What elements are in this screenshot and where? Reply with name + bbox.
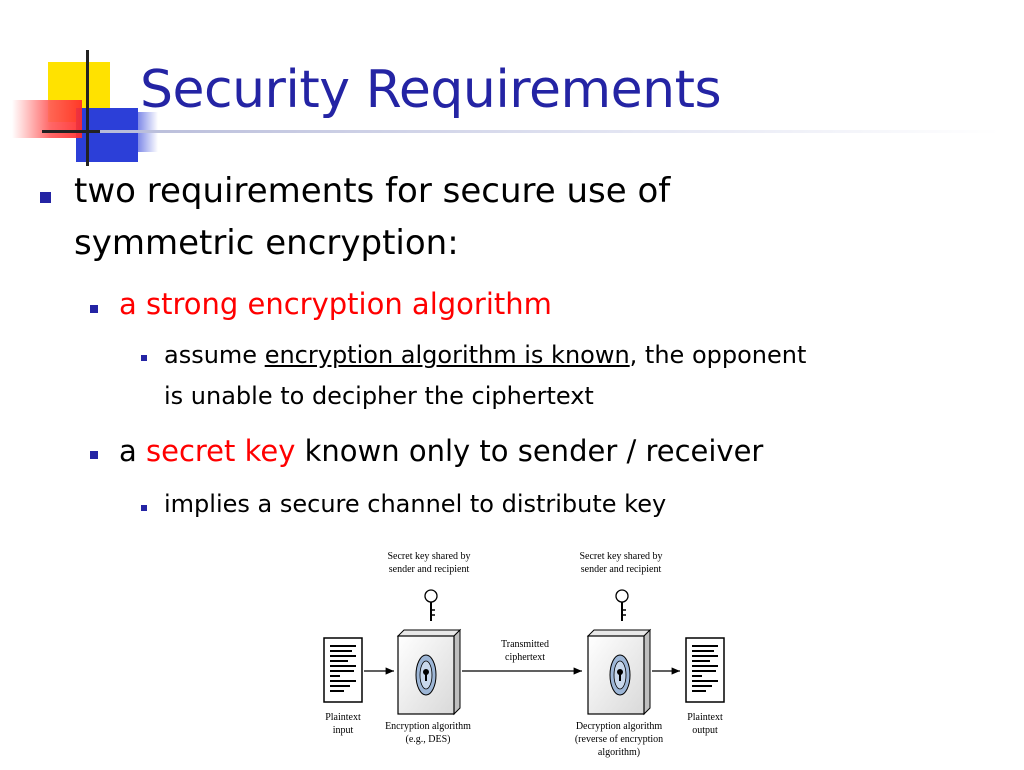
label-line: Secret key shared by — [579, 551, 663, 562]
plaintext-output-label: Plaintext output — [672, 711, 738, 737]
bullet-l3-assume-line1: assume encryption algorithm is known, th… — [164, 338, 806, 372]
bullet-l3-secure-channel: implies a secure channel to distribute k… — [164, 490, 667, 518]
key-label-left: Secret key shared by sender and recipien… — [374, 550, 484, 576]
text-suffix: known only to sender / receiver — [295, 434, 764, 468]
bullet-marker — [40, 192, 51, 203]
key-label-right: Secret key shared by sender and recipien… — [566, 550, 676, 576]
label-line: Decryption algorithm — [575, 721, 663, 732]
label-line: Secret key shared by — [387, 551, 471, 562]
document-icon — [323, 637, 363, 703]
label-line: Transmitted — [501, 639, 549, 650]
label-line: (e.g., DES) — [405, 734, 451, 745]
text-highlight: secret key — [146, 434, 296, 468]
title-underline — [100, 130, 1000, 133]
label-line: sender and recipient — [388, 564, 470, 575]
bullet-marker — [90, 305, 98, 313]
label-line: Encryption algorithm — [385, 721, 471, 732]
key-icon — [424, 589, 438, 621]
transmitted-ciphertext-label: Transmitted ciphertext — [480, 638, 570, 664]
bullet-l1-line2: symmetric encryption: — [74, 223, 459, 263]
bullet-l2-strong-algorithm: a strong encryption algorithm — [119, 287, 552, 321]
text-prefix: a — [119, 434, 146, 468]
label-line: (reverse of encryption — [574, 734, 664, 745]
encryption-algorithm-label: Encryption algorithm (e.g., DES) — [374, 720, 482, 746]
lock-icon — [415, 654, 437, 696]
encryption-diagram: Secret key shared by sender and recipien… — [310, 548, 740, 766]
label-line: output — [692, 725, 718, 736]
bullet-marker — [90, 451, 98, 459]
bullet-marker — [141, 505, 147, 511]
label-line: sender and recipient — [580, 564, 662, 575]
plaintext-input-label: Plaintext input — [310, 711, 376, 737]
label-line: algorithm) — [597, 747, 641, 758]
decryption-algorithm-label: Decryption algorithm (reverse of encrypt… — [564, 720, 674, 759]
label-line: Plaintext — [325, 712, 361, 723]
label-line: ciphertext — [505, 652, 545, 663]
text-prefix: assume — [164, 341, 265, 369]
bullet-l2-secret-key: a secret key known only to sender / rece… — [119, 431, 763, 471]
bullet-l3-assume-line2: is unable to decipher the ciphertext — [164, 382, 594, 410]
lock-icon — [609, 654, 631, 696]
decor-vertical-line — [86, 50, 89, 166]
bullet-l1-line1: two requirements for secure use of — [74, 171, 671, 211]
bullet-marker — [141, 355, 147, 361]
diagram-graphics — [323, 589, 725, 716]
text-suffix: , the opponent — [629, 341, 807, 369]
document-icon — [685, 637, 725, 703]
label-line: Plaintext — [687, 712, 723, 723]
slide-title: Security Requirements — [140, 60, 722, 120]
text-underlined: encryption algorithm is known — [264, 341, 630, 369]
decryption-box — [586, 628, 652, 716]
key-icon — [615, 589, 629, 621]
label-line: input — [332, 725, 354, 736]
encryption-box — [396, 628, 462, 716]
